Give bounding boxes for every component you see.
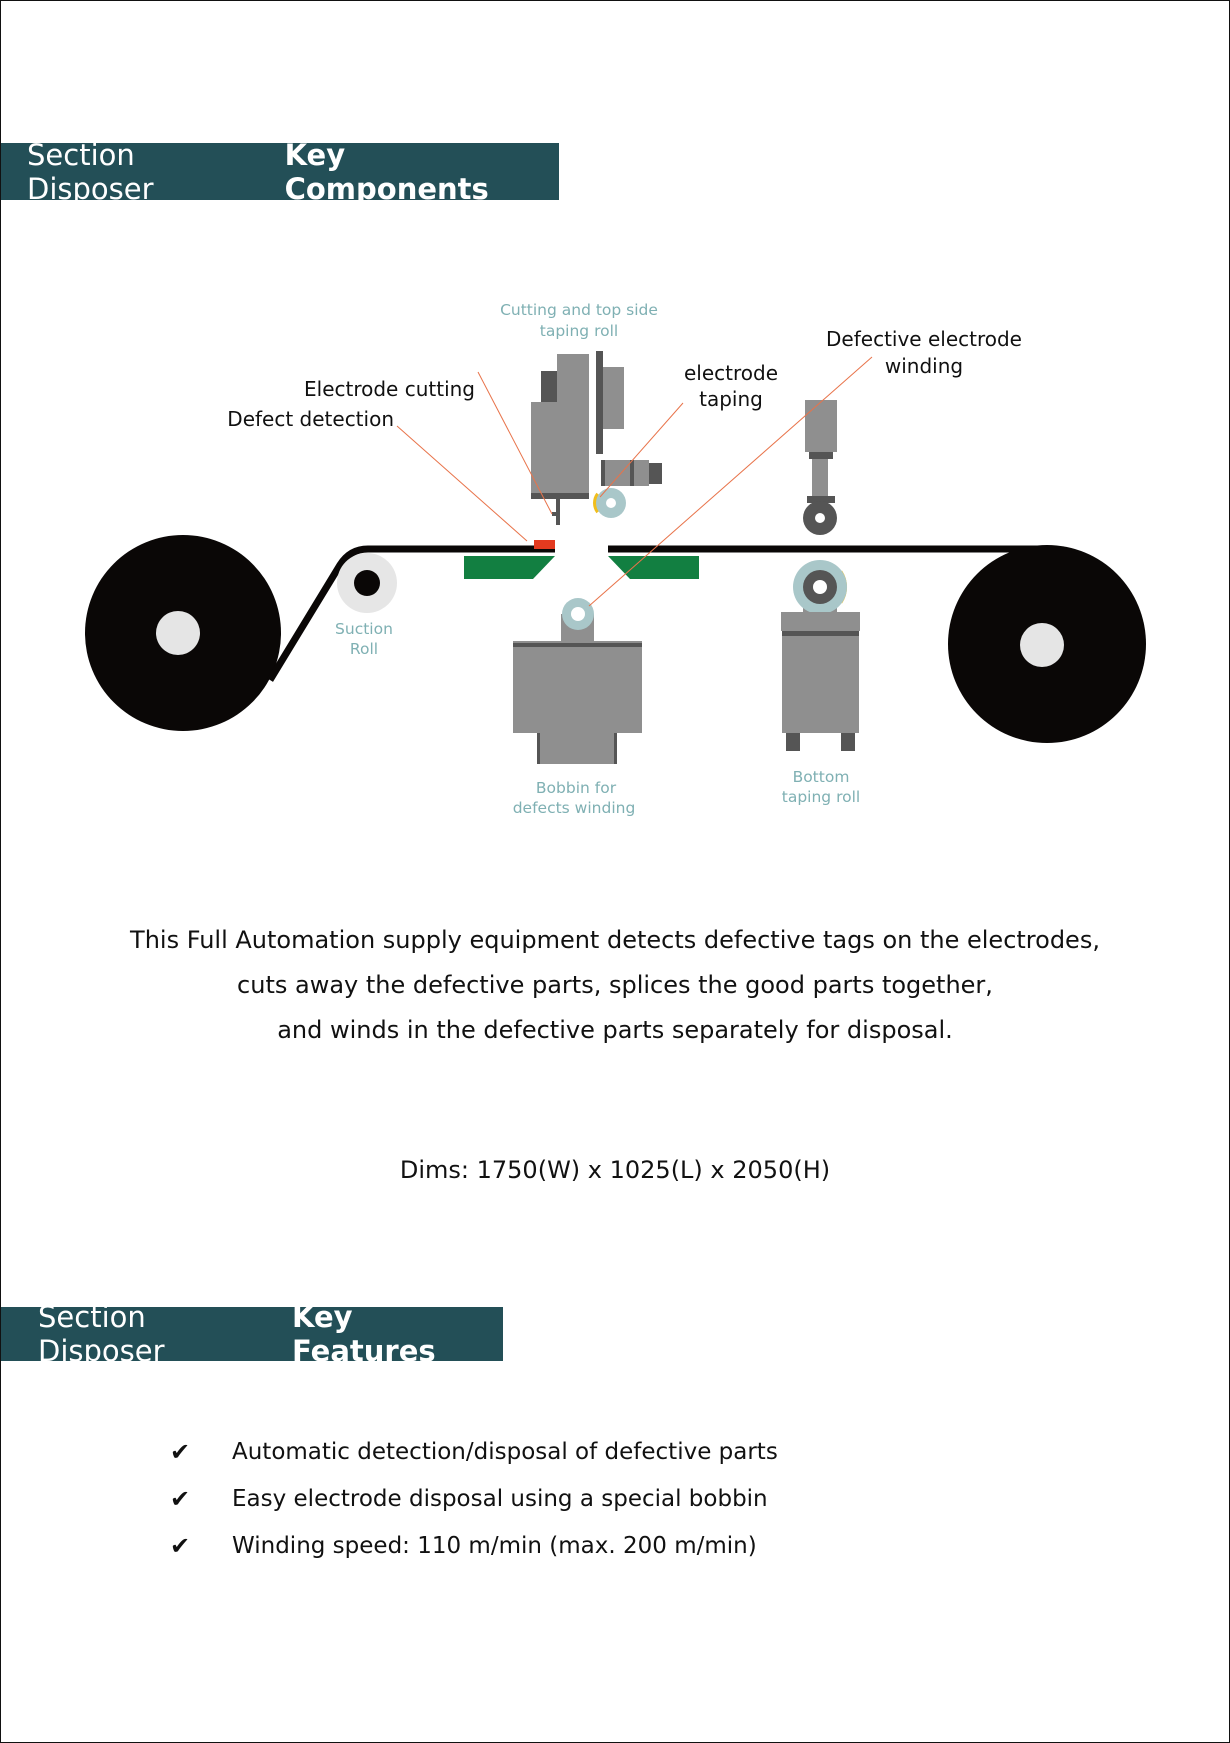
label-bobbin-2: defects winding [513,799,636,817]
label-bobbin-1: Bobbin for [536,779,617,797]
section-disposer-diagram: Cutting and top side taping roll Electro… [85,301,1146,817]
bottom-taping-unit [781,560,860,751]
label-electrode-cutting: Electrode cutting [304,377,475,401]
header-bold: Key Features [292,1300,436,1368]
dimensions: Dims: 1750(W) x 1025(L) x 2050(H) [399,1156,831,1184]
label-defective-winding-1: Defective electrode [826,327,1022,351]
rewind-roll [948,545,1146,743]
header-prefix: Section Disposer_ [27,137,169,206]
left-splice-table [464,556,555,579]
feature-list: ✔ Automatic detection/disposal of defecti… [170,1428,778,1569]
feature-item: ✔ Winding speed: 110 m/min (max. 200 m/mi… [170,1522,778,1569]
key-features-header: Section Disposer_ Key Features [1,1300,503,1368]
top-taping-roll [593,488,626,518]
label-cutting-top-1: Cutting and top side [500,301,658,319]
feature-text: Automatic detection/disposal of defectiv… [232,1438,778,1465]
defect-bobbin-unit [513,598,642,764]
description: This Full Automation supply equipment de… [0,918,1230,1053]
leader-lines [396,356,873,607]
feature-item: ✔ Automatic detection/disposal of defecti… [170,1428,778,1475]
label-suction-1: Suction [335,620,393,638]
label-electrode-taping-2: taping [699,387,763,411]
label-bottom-1: Bottom [793,768,850,786]
label-defective-winding-2: winding [885,354,963,378]
key-components-header: Section Disposer_ Key Components [1,138,559,206]
checkmark-icon: ✔ [170,1531,191,1560]
feature-text: Easy electrode disposal using a special … [232,1485,768,1512]
checkmark-icon: ✔ [170,1484,191,1513]
header-bold: Key Components [284,137,489,206]
right-splice-table [608,556,699,579]
description-line: This Full Automation supply equipment de… [130,926,1100,954]
description-line: cuts away the defective parts, splices t… [237,971,993,999]
header-prefix: Section Disposer_ [38,1300,180,1368]
defect-sensor-marker [534,540,555,549]
checkmark-icon: ✔ [170,1437,191,1466]
cutting-head [531,351,662,525]
feature-item: ✔ Easy electrode disposal using a special… [170,1475,778,1522]
label-bottom-2: taping roll [782,788,860,806]
suction-roll [337,553,397,613]
label-electrode-taping-1: electrode [684,361,778,385]
unwind-roll [85,535,281,731]
label-defect-detection: Defect detection [227,407,394,431]
label-cutting-top-2: taping roll [540,322,618,340]
feature-text: Winding speed: 110 m/min (max. 200 m/min… [232,1532,757,1559]
electrode-web-left [267,545,555,682]
description-line: and winds in the defective parts separat… [277,1016,953,1044]
defective-winding-unit [803,400,837,535]
label-suction-2: Roll [350,640,378,658]
